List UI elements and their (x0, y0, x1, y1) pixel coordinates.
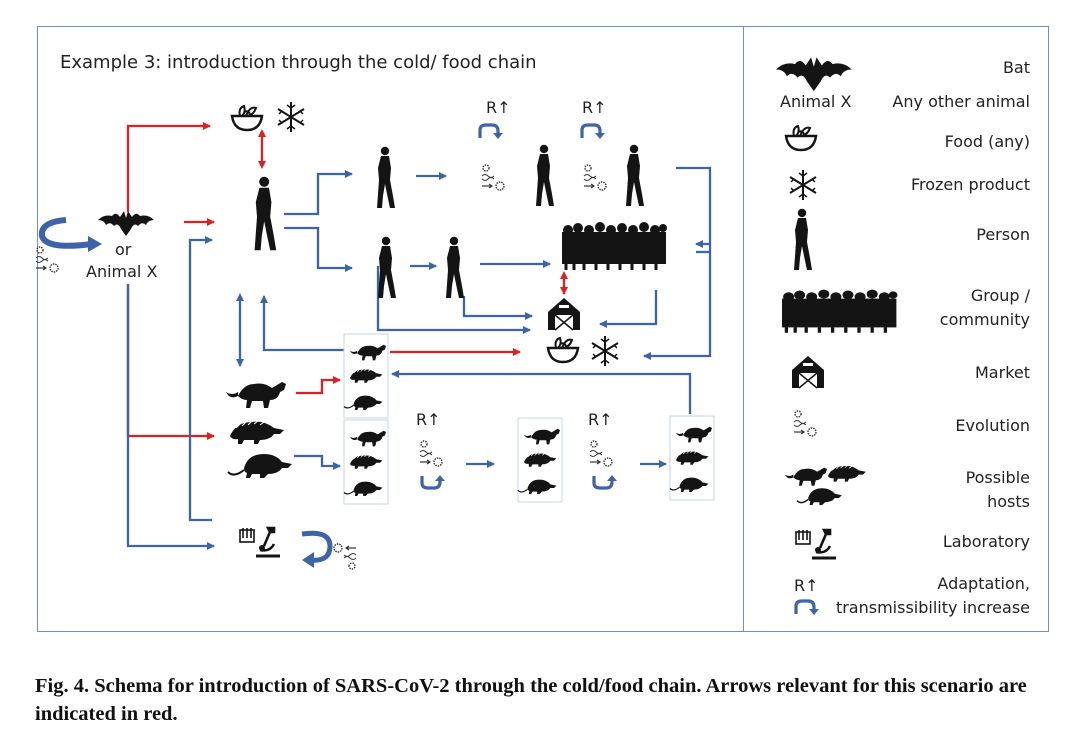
person-icon (536, 144, 554, 206)
bat-icon (776, 57, 852, 92)
legend-hosts-label-2: hosts (987, 492, 1030, 511)
legend-person-label: Person (976, 225, 1030, 244)
figure-caption: Fig. 4. Schema for introduction of SARS-… (35, 675, 1027, 725)
evolution-icon (793, 410, 817, 437)
food-icon (546, 336, 580, 364)
adaptation-arrow-icon (420, 473, 447, 490)
adaptation-arrow-icon (580, 123, 607, 141)
legend-group-label-1: Group / (970, 286, 1030, 305)
legend-evolution-label: Evolution (955, 416, 1030, 435)
host-stack (669, 415, 715, 501)
pangolin-icon (827, 465, 867, 482)
person-icon (377, 146, 395, 208)
legend-adaptation-label-1: Adaptation, (937, 574, 1030, 593)
evolution-icon (35, 246, 59, 273)
legend-market-label: Market (975, 363, 1030, 382)
evolution-icon (333, 543, 357, 570)
blue-arrows (126, 166, 712, 550)
legend-divider (743, 26, 744, 632)
crowd-icon (780, 287, 900, 335)
legend-laboratory-label: Laboratory (942, 532, 1030, 551)
market-icon (791, 355, 825, 389)
laboratory-icon (238, 526, 282, 558)
rat-icon (796, 487, 843, 506)
food-icon (230, 104, 264, 132)
rat-icon (227, 453, 293, 479)
frozen-icon (591, 335, 619, 367)
legend-food-label: Food (any) (944, 132, 1030, 151)
adaptation-arrow-icon (592, 473, 619, 490)
source-cycle-arrow (38, 217, 102, 252)
adaptation-mark: R↑ (416, 410, 441, 429)
laboratory-icon (794, 528, 838, 560)
bat-icon (98, 211, 154, 236)
evolution-icon (481, 164, 505, 191)
figure-frame (37, 26, 1049, 632)
frozen-icon (789, 169, 817, 201)
ferret-icon (785, 467, 827, 486)
person-main-icon (254, 176, 277, 251)
adaptation-arrow-icon (478, 123, 505, 141)
host-stack (343, 333, 389, 419)
ferret-icon (226, 382, 286, 408)
food-icon (784, 124, 818, 152)
lab-cycle-arrow (301, 530, 333, 568)
frozen-icon (277, 101, 305, 133)
source-or-label: or (115, 240, 132, 259)
legend-animal-x-label: Any other animal (892, 92, 1030, 111)
person-icon (626, 144, 644, 206)
source-animal-label: Animal X (86, 262, 158, 281)
legend-hosts-label-1: Possible (965, 468, 1030, 487)
legend-frozen-label: Frozen product (910, 175, 1030, 194)
legend-adaptation-label-2: transmissibility increase (835, 598, 1030, 617)
legend-adaptation-mark: R↑ (794, 576, 819, 595)
host-stack (343, 419, 389, 505)
adaptation-mark: R↑ (486, 98, 511, 117)
host-stack (517, 417, 563, 503)
person-icon (794, 208, 812, 270)
evolution-icon (589, 440, 613, 467)
adaptation-arrow-icon (794, 599, 821, 617)
pangolin-icon (229, 420, 285, 445)
diagram-title: Example 3: introduction through the cold… (60, 52, 537, 73)
adaptation-mark: R↑ (582, 98, 607, 117)
person-icon (446, 236, 464, 298)
evolution-icon (583, 164, 607, 191)
evolution-icon (419, 440, 443, 467)
person-icon (378, 236, 396, 298)
market-icon (547, 297, 581, 331)
crowd-icon (560, 220, 669, 272)
legend-group-label-2: community (939, 310, 1030, 329)
adaptation-mark: R↑ (588, 410, 613, 429)
legend-bat-label: Bat (1002, 58, 1030, 77)
legend-animal-x-icon-label: Animal X (780, 92, 852, 111)
